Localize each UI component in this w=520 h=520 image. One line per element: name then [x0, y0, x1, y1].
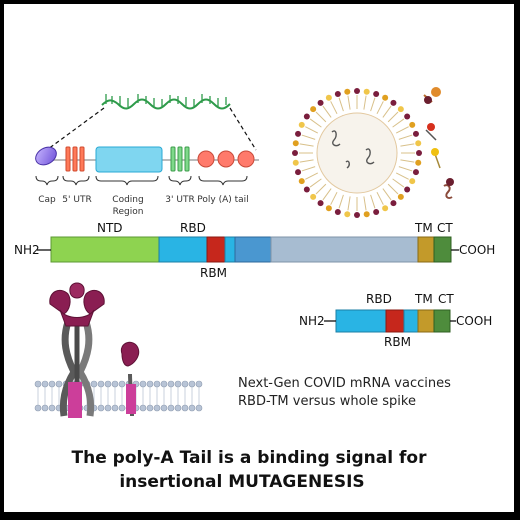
- rbd-tm-construct: NH2 COOH RBD RBM TM CT: [299, 292, 492, 349]
- spike-rbm-label: RBM: [200, 266, 227, 280]
- spike-rbd: [158, 236, 208, 263]
- diagram-svg: Cap 5' UTR Coding Region 3' UTR Poly (A)…: [14, 87, 495, 492]
- rbdtm-rbd-label: RBD: [366, 292, 392, 306]
- label-coding-2: Region: [113, 207, 144, 217]
- rbdtm-tm-label: TM: [414, 292, 433, 306]
- spike-tm-label: TM: [414, 221, 433, 235]
- spike-rbd-tail: [224, 236, 236, 263]
- label-coding-1: Coding: [112, 195, 143, 205]
- utr5-bars: [65, 146, 85, 172]
- membrane-illustration: [34, 282, 204, 418]
- lipid-nanoparticle: [292, 87, 454, 218]
- utr3-bars: [170, 146, 190, 172]
- mrna-construct: Cap 5' UTR Coding Region 3' UTR Poly (A)…: [35, 94, 259, 217]
- coding-region-box: [95, 146, 163, 173]
- spike-ct-label: CT: [437, 221, 453, 235]
- figure-canvas: Cap 5' UTR Coding Region 3' UTR Poly (A)…: [4, 4, 514, 512]
- caption-line-2: insertional MUTAGENESIS: [119, 472, 364, 492]
- label-polya: Poly (A) tail: [197, 195, 248, 205]
- polya-beads: [197, 150, 255, 168]
- spike-cooh-label: COOH: [459, 243, 495, 257]
- mrna-strand-bases: [105, 94, 227, 107]
- label-3utr: 3' UTR: [165, 195, 194, 205]
- spike-nh2-label: NH2: [14, 243, 40, 257]
- spike-protein-full: NH2 COOH NTD RBD RBM TM CT: [14, 221, 495, 280]
- rbdtm-ct: [433, 309, 451, 333]
- spike-s2: [270, 236, 419, 263]
- trimer-spike-icon: [49, 282, 105, 418]
- spike-sd: [234, 236, 272, 263]
- spike-ct: [433, 236, 452, 263]
- label-5utr: 5' UTR: [62, 195, 91, 205]
- lnp-cargo: [331, 130, 375, 169]
- rbdtm-rbm-label: RBM: [384, 335, 411, 349]
- note-line-1: Next-Gen COVID mRNA vaccines: [238, 376, 451, 391]
- rbdtm-rbd-tail: [403, 309, 419, 333]
- spike-ntd: [50, 236, 160, 263]
- rbdtm-ct-label: CT: [438, 292, 454, 306]
- lnp-core: [316, 112, 398, 194]
- spike-rbd-label: RBD: [180, 221, 206, 235]
- lnp-free-lipids: [423, 87, 454, 200]
- rbdtm-rbm: [385, 309, 405, 333]
- rbdtm-cooh-label: COOH: [456, 314, 492, 328]
- spike-ntd-label: NTD: [97, 221, 123, 235]
- mrna-strand: [101, 98, 231, 110]
- cap-shape: [35, 146, 57, 166]
- rbdtm-icon: [120, 341, 140, 417]
- label-cap: Cap: [38, 195, 56, 205]
- zoom-line-left: [43, 107, 105, 153]
- zoom-line-right: [229, 107, 257, 151]
- rbdtm-tm: [417, 309, 435, 333]
- note-line-2: RBD-TM versus whole spike: [238, 394, 416, 409]
- caption-line-1: The poly-A Tail is a binding signal for: [72, 448, 428, 468]
- rbdtm-rbd: [335, 309, 387, 333]
- spike-rbm: [206, 236, 226, 263]
- rbdtm-nh2-label: NH2: [299, 314, 325, 328]
- mrna-braces: [35, 175, 248, 186]
- spike-tm: [417, 236, 435, 263]
